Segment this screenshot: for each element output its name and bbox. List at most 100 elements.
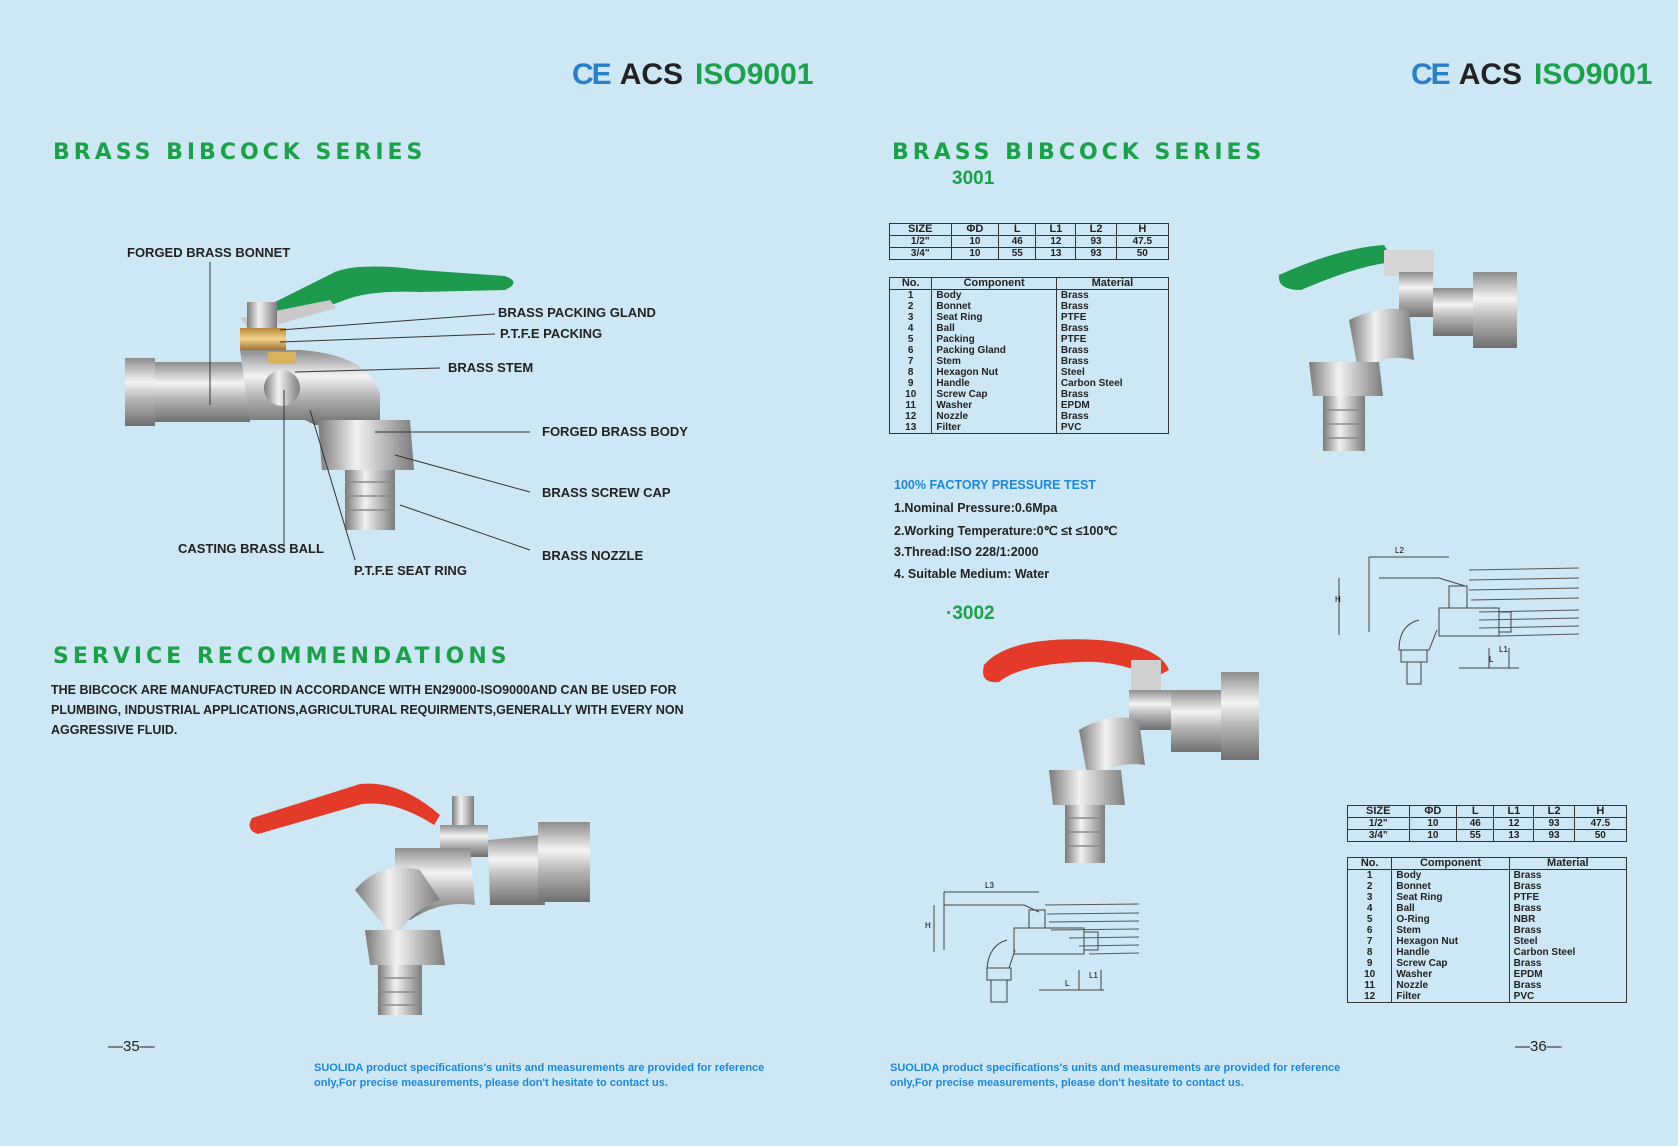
- comp-3002-cell: 8: [1346, 947, 1393, 958]
- comp-3002-cell: Brass: [1508, 958, 1628, 969]
- dim-h-3001: H: [1335, 595, 1341, 604]
- comp-3001-cell: PTFE: [1055, 334, 1170, 345]
- comp-3001-cell: 1: [888, 289, 933, 301]
- red-handle-bibcock-photo-3002: [983, 639, 1259, 863]
- cutaway-bibcock-illustration: [125, 262, 531, 561]
- comp-3002-cell: Carbon Steel: [1508, 947, 1628, 958]
- comp-3002-cell: Brass: [1508, 903, 1628, 914]
- comp-3001-cell: Brass: [1055, 389, 1170, 400]
- size-3001-cell: 55: [998, 247, 1037, 260]
- comp-3001-cell: 2: [888, 301, 933, 312]
- pressure-item-4: 4. Suitable Medium: Water: [894, 567, 1050, 581]
- comp-3001-cell: Body: [931, 289, 1057, 301]
- service-text: THE BIBCOCK ARE MANUFACTURED IN ACCORDAN…: [51, 683, 684, 737]
- service-title: SERVICE RECOMMENDATIONS: [53, 644, 511, 669]
- comp-3001-cell: PVC: [1055, 422, 1170, 434]
- acs-mark: ACS: [619, 58, 684, 91]
- callout-packing-gland: BRASS PACKING GLAND: [498, 305, 656, 320]
- comp-3002-cell: 9: [1346, 958, 1393, 969]
- comp-3001-cell: Carbon Steel: [1055, 378, 1170, 389]
- comp-3001-cell: Bonnet: [931, 301, 1057, 312]
- comp-3001-cell: Packing Gland: [931, 345, 1057, 356]
- comp-3001-cell: 6: [888, 345, 933, 356]
- comp-3001-cell: Hexagon Nut: [931, 367, 1057, 378]
- comp-3002-cell: 11: [1346, 980, 1393, 991]
- left-page: CE ACS ISO9001 BRASS BIBCOCK SERIES: [51, 58, 813, 1089]
- comp-3002-cell: Brass: [1508, 881, 1628, 892]
- comp-3001-header-0: No.: [888, 277, 933, 290]
- technical-drawing-3001: L2 H L L1: [1335, 546, 1580, 685]
- comp-3001-cell: PTFE: [1055, 312, 1170, 323]
- dim-l2-3001: L2: [1395, 546, 1404, 555]
- comp-3001-cell: Stem: [931, 356, 1057, 367]
- comp-3001-cell: Brass: [1055, 289, 1170, 301]
- size-3001-cell: 47.5: [1115, 235, 1170, 248]
- comp-3002-cell: 12: [1346, 991, 1393, 1003]
- comp-3002-cell: 7: [1346, 936, 1393, 947]
- size-3001-cell: 50: [1115, 247, 1170, 260]
- comp-3001-cell: Seat Ring: [931, 312, 1057, 323]
- dim-l1-3001: L1: [1499, 645, 1508, 654]
- certification-logos-left: CE ACS ISO9001: [572, 58, 813, 92]
- comp-3002-cell: Brass: [1508, 869, 1628, 881]
- dim-l-3001: L: [1489, 655, 1494, 664]
- comp-3001-cell: 3: [888, 312, 933, 323]
- comp-3002-cell: 2: [1346, 881, 1393, 892]
- comp-3001-cell: 11: [888, 400, 933, 411]
- callout-seat-ring: P.T.F.E SEAT RING: [354, 563, 467, 578]
- red-handle-bibcock-photo: [249, 783, 590, 1015]
- comp-3002-cell: Brass: [1508, 925, 1628, 936]
- left-footnote: SUOLIDA product specifications's units a…: [314, 1062, 765, 1089]
- comp-3001-cell: Packing: [931, 334, 1057, 345]
- left-series-title: BRASS BIBCOCK SERIES: [53, 140, 427, 165]
- comp-3001-header-1: Component: [931, 277, 1057, 290]
- comp-3001-cell: Nozzle: [931, 411, 1057, 422]
- comp-3002-header-0: No.: [1346, 857, 1393, 870]
- comp-3002-cell: PTFE: [1508, 892, 1628, 903]
- comp-3002-cell: 1: [1346, 869, 1393, 881]
- comp-3002-header-2: Material: [1508, 857, 1628, 870]
- comp-3002-cell: 5: [1346, 914, 1393, 925]
- comp-3002-cell: NBR: [1508, 914, 1628, 925]
- comp-3001-cell: Brass: [1055, 411, 1170, 422]
- comp-3001-cell: Ball: [931, 323, 1057, 334]
- comp-3001-cell: 9: [888, 378, 933, 389]
- dim-h-3002: H: [925, 921, 931, 930]
- size-3002-cell: 50: [1573, 829, 1628, 842]
- comp-3002-cell: 4: [1346, 903, 1393, 914]
- comp-3001-cell: 12: [888, 411, 933, 422]
- comp-3001-cell: 7: [888, 356, 933, 367]
- comp-3002-cell: 10: [1346, 969, 1393, 980]
- comp-3002-cell: 6: [1346, 925, 1393, 936]
- ce-mark: CE: [1411, 58, 1451, 91]
- green-handle-bibcock-photo: [1278, 245, 1517, 451]
- comp-3001-cell: Brass: [1055, 301, 1170, 312]
- dim-l1-3002: L1: [1089, 971, 1098, 980]
- dim-l3-3002: L3: [985, 881, 994, 890]
- comp-3001-cell: EPDM: [1055, 400, 1170, 411]
- comp-3001-header-2: Material: [1055, 277, 1170, 290]
